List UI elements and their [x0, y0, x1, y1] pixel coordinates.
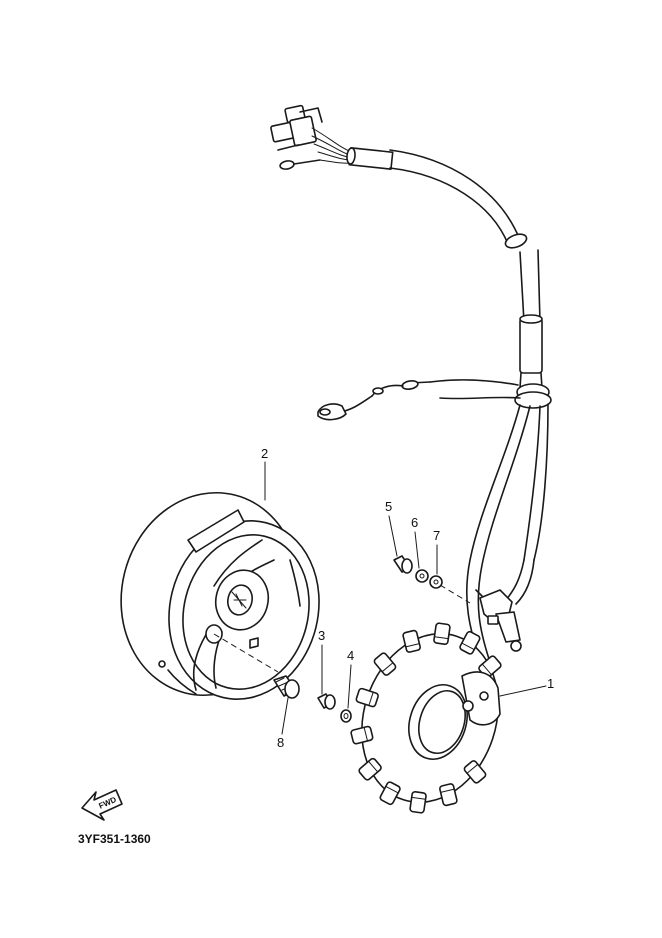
drawing-code: 3YF351-1360 [78, 832, 151, 846]
leader-line-7 [439, 584, 471, 604]
callout-1: 1 [499, 676, 554, 697]
callout-6-label: 6 [411, 515, 418, 530]
fwd-arrow-icon: FWD [81, 789, 123, 821]
wire-bundle-upper [311, 127, 353, 164]
main-cable [389, 149, 543, 389]
stator-coil-winding-line [481, 663, 492, 676]
ground-lead [339, 379, 521, 413]
callout-6: 6 [411, 515, 420, 569]
cable-grommet [514, 383, 552, 409]
callout-3-label: 3 [318, 628, 325, 643]
ring-terminal[interactable] [317, 403, 347, 421]
stator-coil-winding-line [368, 691, 374, 706]
callout-1-label: 1 [547, 676, 554, 691]
callout-2: 2 [261, 446, 268, 501]
callout-5: 5 [385, 499, 398, 557]
washer-4[interactable] [340, 709, 352, 723]
stator-coil-tooth [433, 622, 451, 646]
pickup-coil[interactable] [475, 589, 522, 652]
rotor-bolt[interactable] [273, 675, 300, 699]
washer-6[interactable] [415, 569, 429, 583]
stator-coil-winding-line [440, 788, 455, 793]
stator-coil-winding-line [433, 636, 449, 640]
callout-2-label: 2 [261, 446, 268, 461]
stator-screw[interactable] [317, 693, 336, 710]
stator-coil-tooth [459, 630, 481, 655]
stator-coil-tooth [373, 652, 397, 676]
callout-4-label: 4 [347, 648, 354, 663]
stator-coil-winding-line [405, 643, 420, 648]
callout-3: 3 [318, 628, 325, 695]
stator-leads [465, 403, 549, 663]
stator-coil-winding-line [368, 760, 379, 773]
stator-coil-winding-line [466, 763, 479, 774]
pickup-screw[interactable] [393, 555, 413, 574]
coupler-connector[interactable] [270, 104, 323, 170]
stator-coil-tooth [409, 790, 427, 814]
callout-8: 8 [277, 697, 289, 750]
stator-coil-tooth [463, 760, 487, 784]
harness-sleeve-top [346, 147, 394, 170]
rotor-axis-line [213, 633, 279, 673]
stator-coil-winding-line [461, 642, 475, 651]
callout-5-label: 5 [385, 499, 392, 514]
callout-7: 7 [433, 528, 440, 575]
callout-4: 4 [347, 648, 354, 709]
stator-coil-winding-line [411, 796, 427, 800]
stator-coil-tooth [379, 781, 401, 806]
stator-coil-winding-line [381, 662, 394, 673]
washer-7[interactable] [429, 575, 443, 589]
stator-assembly[interactable] [341, 616, 520, 820]
callout-8-label: 8 [277, 735, 284, 750]
callout-7-label: 7 [433, 528, 440, 543]
stator-coil-tooth [358, 757, 382, 781]
rotor-flywheel[interactable] [100, 474, 338, 715]
stator-coil-winding-line [385, 785, 399, 794]
stator-coil-winding-line [363, 726, 369, 742]
